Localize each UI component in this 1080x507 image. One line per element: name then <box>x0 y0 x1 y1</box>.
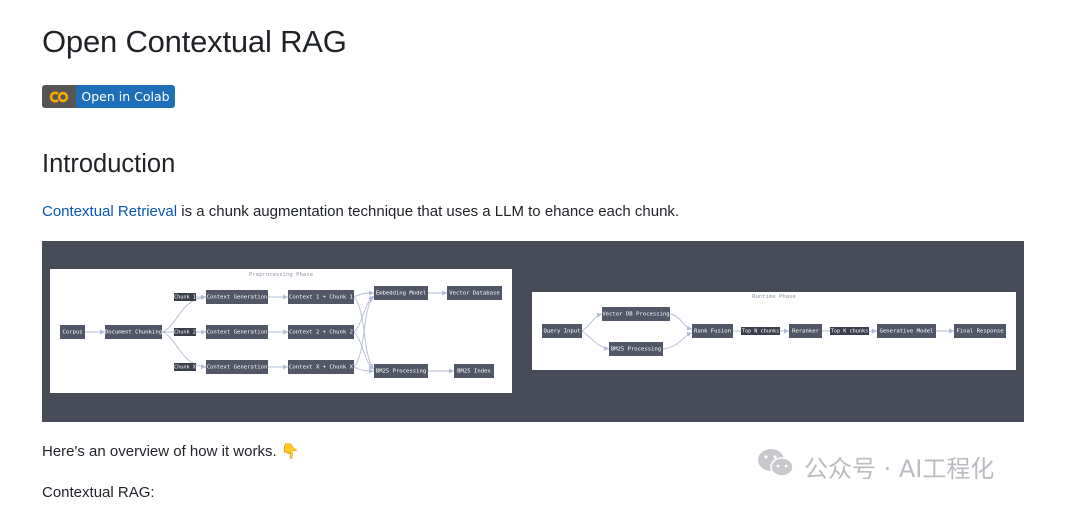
node-corpus: Corpus <box>60 325 85 339</box>
svg-text:Context Generation: Context Generation <box>207 330 268 336</box>
node-context-chunk-2: Context 2 + Chunk 2 <box>288 325 354 339</box>
edge-label-chunk-1: Chunk 1 <box>174 293 196 301</box>
svg-text:Vector DB Processing: Vector DB Processing <box>602 312 669 318</box>
svg-text:BM25 Index: BM25 Index <box>457 369 491 375</box>
watermark: 公众号 · AI工程化 <box>756 446 994 486</box>
colab-badge-label: Open in Colab <box>76 85 175 108</box>
runtime-phase: Runtime Phase Query Input Vector DB Proc… <box>532 292 1016 370</box>
intro-paragraph: Contextual Retrieval is a chunk augmenta… <box>42 203 679 220</box>
open-in-colab-badge[interactable]: Open in Colab <box>42 85 175 108</box>
intro-text: is a chunk augmentation technique that u… <box>177 203 680 220</box>
svg-text:Chunk 1: Chunk 1 <box>174 295 196 301</box>
node-reranker: Reranker <box>789 324 822 338</box>
svg-text:Rank Fusion: Rank Fusion <box>694 329 731 335</box>
svg-text:Context Generation: Context Generation <box>207 295 268 301</box>
edge-label-top-n: Top N chunks <box>741 327 780 335</box>
contextual-rag-label: Contextual RAG: <box>42 484 155 501</box>
introduction-heading: Introduction <box>42 150 176 178</box>
node-embedding-model: Embedding Model <box>374 286 428 300</box>
node-query-input: Query Input <box>542 324 582 338</box>
node-context-generation-1: Context Generation <box>206 290 268 304</box>
svg-text:Chunk X: Chunk X <box>174 365 197 371</box>
node-bm25-processing: BM25 Processing <box>374 364 428 378</box>
svg-text:Top K chunks: Top K chunks <box>831 329 868 335</box>
node-bm25-processing-runtime: BM25 Processing <box>609 342 663 356</box>
edge-label-chunk-x: Chunk X <box>174 363 197 371</box>
svg-text:Document Chunking: Document Chunking <box>105 330 162 336</box>
rag-diagram-svg: Preprocessing Phase Corpus D <box>50 269 1016 393</box>
node-context-generation-2: Context Generation <box>206 325 268 339</box>
svg-text:Reranker: Reranker <box>792 329 820 335</box>
svg-text:Chunk 2: Chunk 2 <box>174 330 196 336</box>
wechat-icon <box>756 446 796 486</box>
svg-text:BM25 Processing: BM25 Processing <box>376 369 427 375</box>
svg-text:Embedding Model: Embedding Model <box>376 291 427 297</box>
colab-logo-icon <box>42 85 76 108</box>
svg-text:Context 1 + Chunk 1: Context 1 + Chunk 1 <box>289 295 353 301</box>
contextual-retrieval-link[interactable]: Contextual Retrieval <box>42 203 178 220</box>
rag-diagram: Preprocessing Phase Corpus D <box>42 241 1024 422</box>
svg-text:Corpus: Corpus <box>62 330 82 336</box>
node-generative-model: Generative Model <box>877 324 936 338</box>
node-document-chunking: Document Chunking <box>105 325 162 339</box>
edge-label-top-k: Top K chunks <box>830 327 869 335</box>
watermark-text: 公众号 · AI工程化 <box>804 454 995 483</box>
svg-text:Query Input: Query Input <box>543 329 580 335</box>
svg-text:Vector Database: Vector Database <box>449 291 500 297</box>
svg-text:Final Response: Final Response <box>956 329 1004 335</box>
node-rank-fusion: Rank Fusion <box>692 324 733 338</box>
node-bm25-index: BM25 Index <box>454 364 494 378</box>
page-title: Open Contextual RAG <box>42 24 347 59</box>
node-context-chunk-1: Context 1 + Chunk 1 <box>288 290 354 304</box>
node-vector-database: Vector Database <box>447 286 502 300</box>
preprocessing-phase: Preprocessing Phase Corpus D <box>50 269 512 393</box>
svg-text:Context Generation: Context Generation <box>207 365 268 371</box>
preprocessing-title: Preprocessing Phase <box>249 272 314 278</box>
svg-text:Top N chunks: Top N chunks <box>742 329 779 335</box>
overview-text: Here's an overview of how it works. 👇 <box>42 443 300 460</box>
svg-text:Context 2 + Chunk 2: Context 2 + Chunk 2 <box>289 330 353 336</box>
node-vector-db-processing: Vector DB Processing <box>602 307 670 321</box>
svg-text:Generative Model: Generative Model <box>880 329 934 335</box>
edge-label-chunk-2: Chunk 2 <box>174 328 196 336</box>
node-final-response: Final Response <box>954 324 1006 338</box>
svg-text:BM25 Processing: BM25 Processing <box>611 347 662 353</box>
runtime-title: Runtime Phase <box>752 294 796 300</box>
svg-text:Context X + Chunk X: Context X + Chunk X <box>289 365 354 371</box>
node-context-generation-3: Context Generation <box>206 360 268 374</box>
node-context-chunk-x: Context X + Chunk X <box>288 360 354 374</box>
